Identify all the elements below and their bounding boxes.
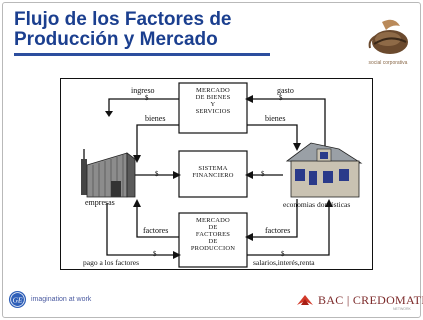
marker-gasto: $: [279, 94, 283, 102]
factor-market-box: [178, 212, 248, 268]
marker-fin-right: $: [261, 170, 265, 178]
financial-system-box: [178, 150, 248, 198]
label-gasto: gasto: [277, 86, 294, 95]
label-factores-right: factores: [265, 226, 291, 235]
label-ingreso: ingreso: [131, 86, 155, 95]
title-line-1: Flujo de los Factores de: [14, 9, 232, 30]
factory-icon: [81, 149, 136, 198]
marker-fin-left: $: [155, 170, 159, 178]
slide-title: Flujo de los Factores de Producción y Me…: [14, 10, 334, 50]
svg-text:GE: GE: [12, 295, 22, 304]
circular-flow-diagram: MERCADO DE BIENES Y SERVICIOS SISTEMA FI…: [60, 78, 373, 270]
label-factores-left: factores: [143, 226, 169, 235]
bac-bird-icon: [297, 295, 313, 305]
marker-pago: $: [153, 250, 157, 258]
label-pago: pago a los factores: [83, 258, 140, 267]
label-empresas: empresas: [85, 198, 115, 207]
flow-lines: [81, 82, 363, 268]
financial-system-label: SISTEMA FINANCIERO: [192, 165, 234, 179]
label-bienes-right: bienes: [265, 114, 286, 123]
title-underline: [14, 53, 270, 56]
label-salarios: salarios,interés,renta: [253, 258, 315, 267]
title-line-2: Producción y Mercado: [14, 29, 218, 50]
factor-market-label: MERCADO DE FACTORES DE PRODUCCION: [190, 217, 236, 252]
goods-market-label: MERCADO DE BIENES Y SERVICIOS: [195, 87, 231, 115]
house-icon: [285, 142, 363, 198]
coffee-bean-logo-icon: [368, 19, 408, 54]
marker-ingreso: $: [145, 94, 149, 102]
label-economias: economias domésticas: [283, 200, 351, 209]
ge-tagline: imagination at work: [31, 296, 92, 303]
goods-market-box: [178, 82, 248, 134]
label-bienes-left: bienes: [145, 114, 166, 123]
bac-credomatic-name: BAC | CREDOMATIC: [318, 293, 423, 307]
ge-monogram-icon: GE: [8, 290, 27, 309]
marker-salarios: $: [281, 250, 285, 258]
bac-network-caption: NETWORK: [393, 307, 411, 311]
brand-caption: social corporativa: [368, 60, 408, 66]
